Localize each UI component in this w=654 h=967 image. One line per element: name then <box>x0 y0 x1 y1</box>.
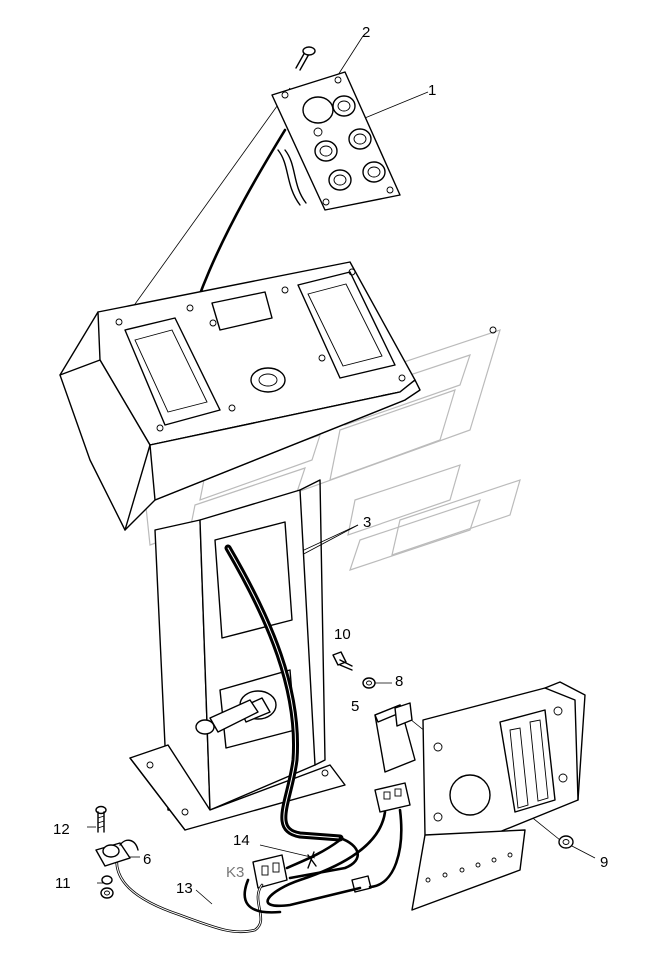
callout-9: 9 <box>600 854 608 871</box>
console-housing <box>59 261 497 531</box>
mounting-plate <box>411 681 586 911</box>
callout-12: 12 <box>53 821 70 838</box>
connector-label-k3: K3 <box>226 864 244 881</box>
joystick <box>195 690 277 735</box>
nut-11 <box>100 875 114 899</box>
k3-connector <box>252 854 372 893</box>
screw-top <box>295 46 316 71</box>
fuse-holder <box>374 702 416 773</box>
washer-8 <box>362 677 376 689</box>
callout-labels: 2 1 3 10 8 5 9 12 6 11 13 14 K3 <box>53 24 608 897</box>
screw-10 <box>332 651 353 671</box>
callout-13: 13 <box>176 880 193 897</box>
callout-2: 2 <box>362 24 370 41</box>
callout-14: 14 <box>233 832 250 849</box>
callout-5: 5 <box>351 698 359 715</box>
thermal-switch <box>95 839 139 867</box>
main-harness-cable <box>224 544 344 842</box>
screw-12 <box>95 805 107 833</box>
callout-1: 1 <box>428 82 436 99</box>
nut-9 <box>558 835 574 849</box>
callout-11: 11 <box>55 875 71 892</box>
lower-wiring <box>115 808 403 934</box>
pedestal-column <box>129 479 346 831</box>
callout-8: 8 <box>395 673 403 690</box>
callout-6: 6 <box>143 851 151 868</box>
callout-10: 10 <box>334 626 351 643</box>
connector-block <box>374 782 411 813</box>
callout-3: 3 <box>363 514 371 531</box>
switch-panel <box>271 71 401 211</box>
